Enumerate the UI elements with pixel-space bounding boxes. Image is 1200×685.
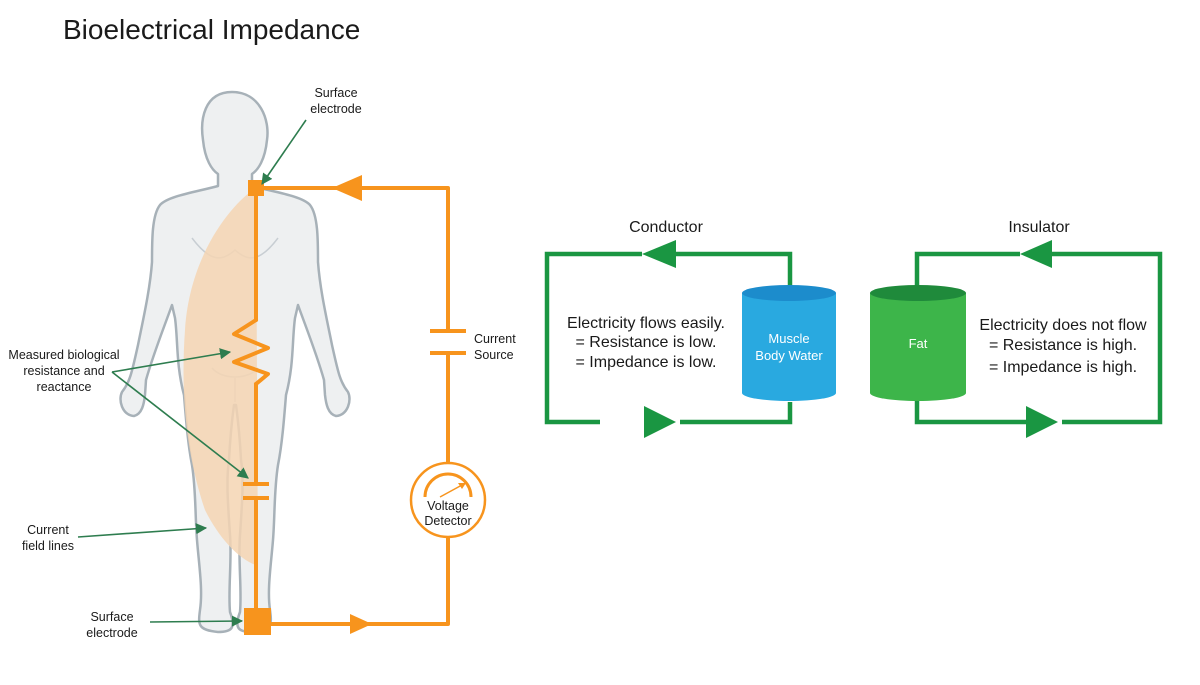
surface-electrode-bottom-label-line1: Surface [90, 610, 133, 624]
conductor-heading: Conductor [629, 219, 703, 236]
pointer-resistance [111, 348, 232, 373]
voltage-detector-label-line1: Voltage [427, 499, 469, 513]
measured-label-line2: resistance and [23, 364, 104, 378]
label-pointer-arrows [77, 119, 307, 627]
muscle-cylinder: Muscle Body Water [742, 285, 836, 401]
current-source-label-line1: Current [474, 332, 516, 346]
voltage-detector: Voltage Detector [409, 461, 487, 539]
pointer-surface-electrode-top [261, 119, 307, 185]
muscle-label-line1: Muscle [768, 331, 809, 346]
current-source-label-line2: Source [474, 348, 514, 362]
surface-electrode-top [248, 180, 264, 196]
insulator-text-line2: = Resistance is high. [989, 337, 1137, 354]
pointer-current-field-lines [77, 523, 208, 538]
surface-electrode-top-label-line1: Surface [314, 86, 357, 100]
fat-cylinder: Fat [870, 285, 966, 401]
insulator-arrow-bottom-icon [1026, 406, 1058, 438]
surface-electrode-bottom-label-line2: electrode [86, 626, 137, 640]
surface-electrode-top-label-line2: electrode [310, 102, 361, 116]
conductor-panel: Conductor Muscle Body Water Electricity … [544, 219, 836, 438]
measured-label-line3: reactance [37, 380, 92, 394]
conductor-arrow-bottom-icon [644, 406, 676, 438]
insulator-heading: Insulator [1008, 219, 1070, 236]
pointer-surface-electrode-bottom [149, 615, 244, 627]
conductor-text-line1: Electricity flows easily. [567, 315, 725, 332]
current-field-lines-label-line1: Current [27, 523, 69, 537]
measurement-circuit [232, 186, 450, 626]
insulator-text-line3: = Impedance is high. [989, 359, 1137, 376]
circuit-wire-top [254, 186, 450, 332]
page-title: Bioelectrical Impedance [63, 14, 360, 45]
pointer-reactance [111, 371, 249, 479]
conductor-text-line3: = Impedance is low. [576, 354, 717, 371]
gauge-icon [423, 472, 473, 498]
voltage-detector-label-line2: Detector [424, 514, 471, 528]
conductor-text-line2: = Resistance is low. [576, 334, 717, 351]
current-field-lines-label-line2: field lines [22, 539, 74, 553]
circuit-arrow-bottom-icon [350, 614, 372, 634]
circuit-arrow-top-icon [332, 175, 362, 201]
muscle-label-line2: Body Water [755, 348, 823, 363]
measured-label-line1: Measured biological [8, 348, 119, 362]
insulator-arrow-top-icon [1020, 240, 1052, 268]
circuit-wire-right-bottom [262, 530, 450, 626]
needle-icon [439, 484, 463, 498]
conductor-arrow-top-icon [642, 240, 676, 268]
insulator-text-line1: Electricity does not flow [979, 317, 1147, 334]
resistance-zigzag [232, 318, 270, 386]
surface-electrode-bottom [244, 608, 271, 635]
fat-label: Fat [909, 336, 928, 351]
insulator-panel: Insulator Fat Electricity does not flow … [870, 219, 1163, 438]
